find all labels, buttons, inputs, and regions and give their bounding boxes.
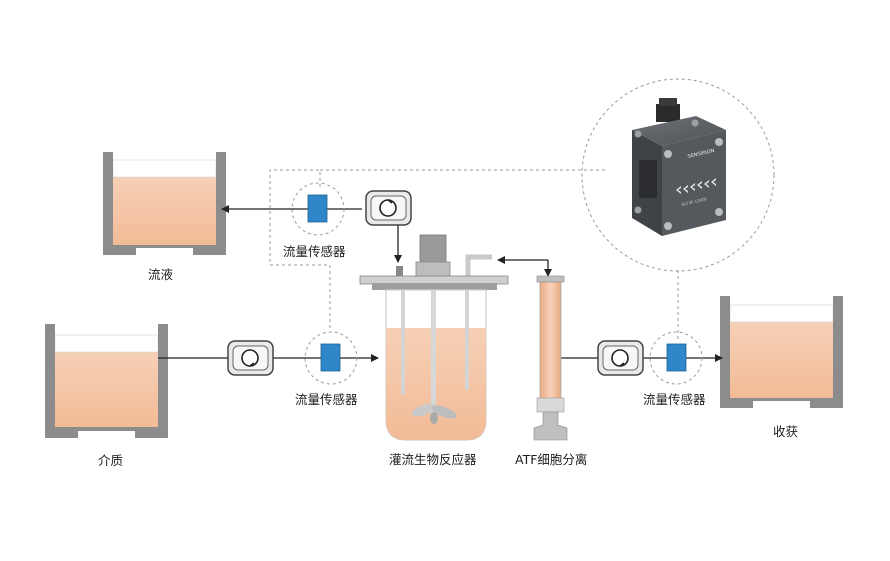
pump-icon (611, 349, 629, 367)
device-model: SLF3F-1300F (681, 196, 708, 207)
pump-icon (241, 349, 259, 367)
harvest-tank (720, 296, 843, 408)
waste-liquid (113, 177, 216, 245)
medium-label: 介质 (98, 453, 124, 468)
medium-liquid (55, 352, 158, 427)
flow-sensor-icon (320, 343, 341, 372)
atf-label: ATF细胞分离 (515, 452, 588, 467)
flow-sensor-icon (666, 343, 687, 372)
sensor-right-label: 流量传感器 (643, 392, 706, 407)
stirrer-icon (411, 403, 457, 424)
harvest-liquid (730, 322, 833, 398)
bioreactor-label: 灌流生物反应器 (389, 452, 477, 467)
pump-right (597, 340, 644, 376)
harvest-label: 收获 (773, 424, 799, 439)
flow-sensor-icon (307, 194, 328, 223)
pump-icon (379, 199, 397, 217)
medium-tank (45, 324, 168, 438)
pump-left (227, 340, 274, 376)
bioreactor (359, 234, 509, 441)
waste-tank (103, 152, 226, 255)
flow-sensor-middle (304, 331, 358, 385)
atf-separator (533, 275, 568, 441)
waste-label: 流液 (148, 267, 174, 282)
pump-top (365, 190, 412, 226)
device-front-face (662, 130, 726, 236)
sensor-middle-label: 流量传感器 (295, 392, 358, 407)
flow-direction-icon (676, 178, 716, 194)
sensor-top-label: 流量传感器 (283, 244, 346, 259)
flow-sensor-top (291, 182, 345, 236)
sensor-device-callout: SENSIRION SLF3F-1300F (581, 78, 775, 272)
flow-sensor-right (649, 331, 703, 385)
dashed-connectors (269, 169, 679, 340)
device-top-face (632, 116, 726, 146)
